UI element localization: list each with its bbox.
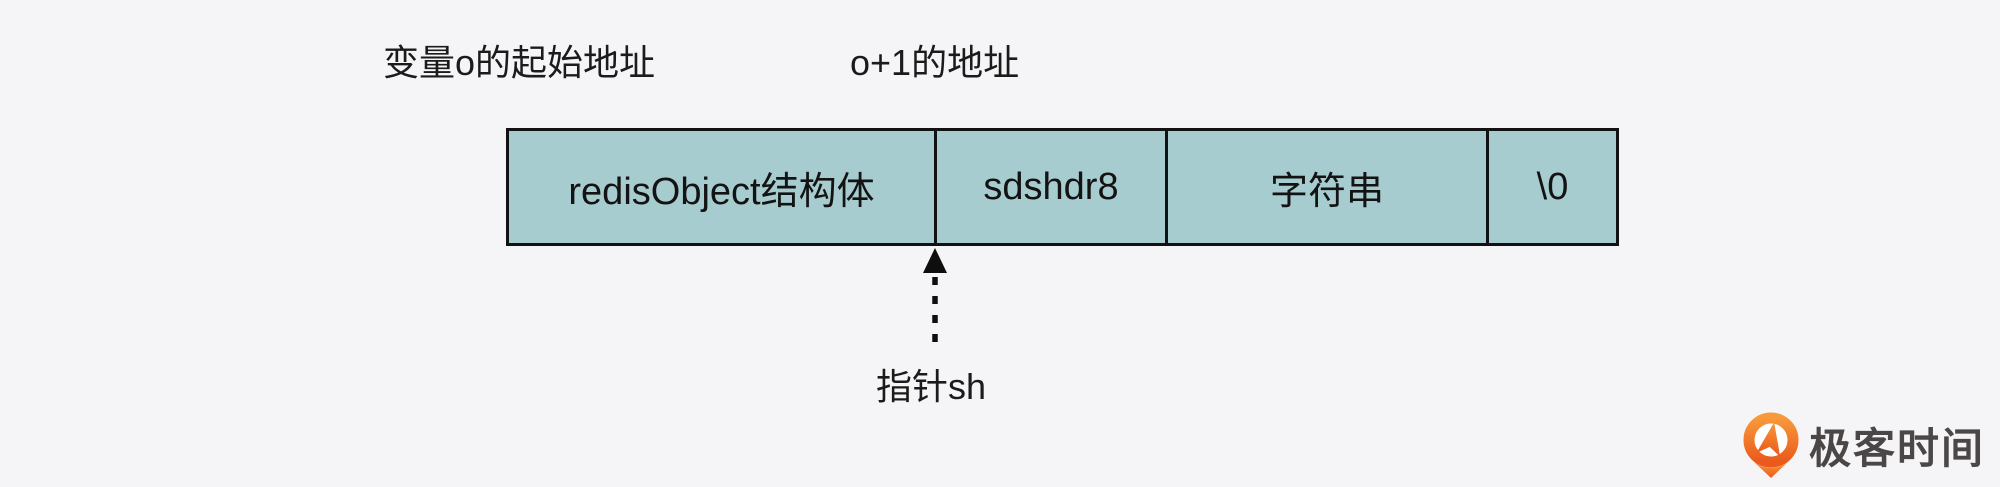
geektime-pin-icon <box>1743 412 1799 478</box>
geektime-brand-text: 极客时间 <box>1809 424 1986 472</box>
cell-redisobject-struct: redisObject结构体 <box>509 131 937 243</box>
geektime-watermark: 极客时间 <box>1742 410 1985 480</box>
label-pointer-sh: 指针sh <box>876 366 987 407</box>
label-var-o-start-address: 变量o的起始地址 <box>383 42 656 83</box>
label-o-plus-1-address: o+1的地址 <box>850 42 1020 83</box>
cell-sdshdr8: sdshdr8 <box>937 131 1168 243</box>
cell-null-terminator: \0 <box>1536 165 1569 208</box>
memory-layout-bar: redisObject结构体 sdshdr8 字符串 \0 <box>506 128 1619 246</box>
cell-string: 字符串 <box>1168 131 1489 243</box>
pointer-sh-dashed-arrow-icon <box>923 248 947 350</box>
